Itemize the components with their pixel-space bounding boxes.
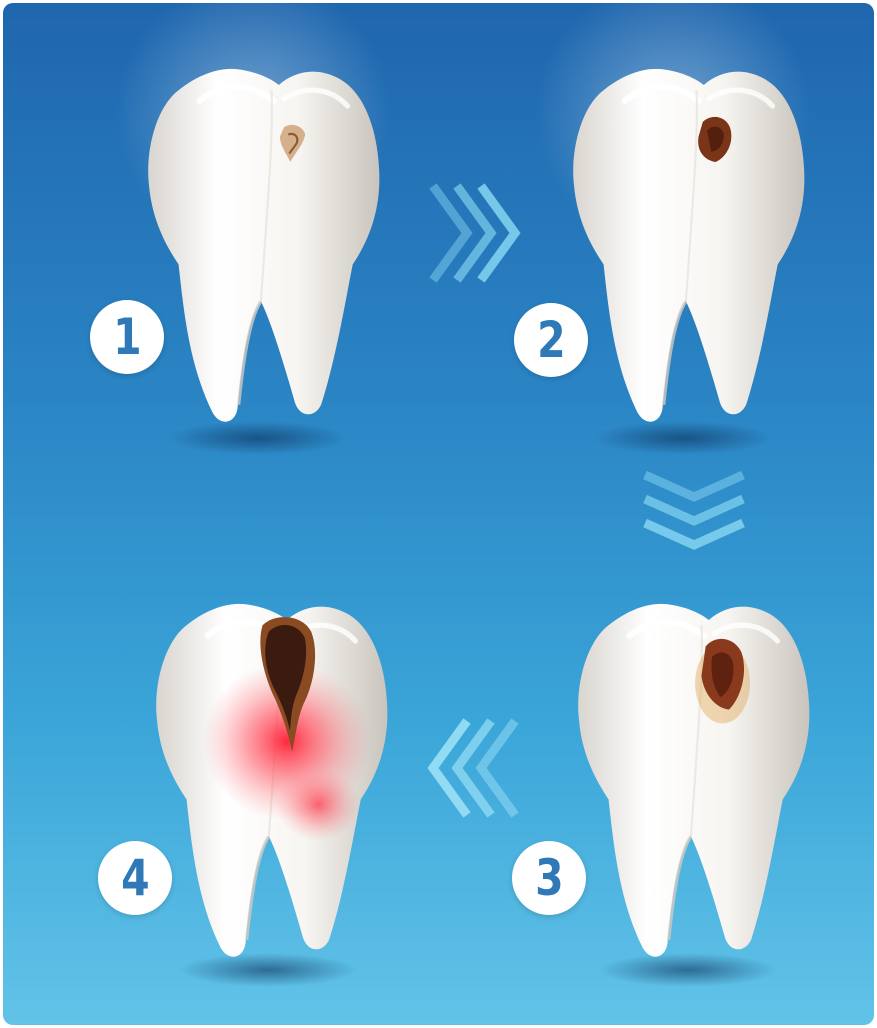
tooth-shadow <box>598 953 778 987</box>
stage-badge: 1 <box>90 300 164 374</box>
tooth-icon <box>563 583 823 963</box>
stage-4 <box>141 583 441 1025</box>
chevron-down-icon <box>643 470 745 550</box>
caries-stages-panel: 1 2 3 <box>3 3 874 1025</box>
stage-badge: 3 <box>512 841 586 915</box>
stage-number: 1 <box>112 308 142 366</box>
chevron-right-icon <box>429 183 521 283</box>
chevron-left-icon <box>427 718 519 818</box>
tooth-shadow <box>593 421 773 455</box>
stage-number: 4 <box>120 849 150 907</box>
stage-2 <box>558 48 858 528</box>
stage-3 <box>563 583 863 1025</box>
tooth-icon <box>141 583 401 963</box>
stage-number: 3 <box>534 849 564 907</box>
tooth-icon <box>133 48 393 428</box>
tooth-shadow <box>178 953 358 987</box>
stage-badge: 4 <box>98 841 172 915</box>
decay-spot <box>279 124 306 162</box>
tooth-icon <box>558 48 818 428</box>
stage-1 <box>133 48 433 528</box>
tooth-shadow <box>168 421 348 455</box>
stage-number: 2 <box>536 311 566 369</box>
stage-badge: 2 <box>514 303 588 377</box>
